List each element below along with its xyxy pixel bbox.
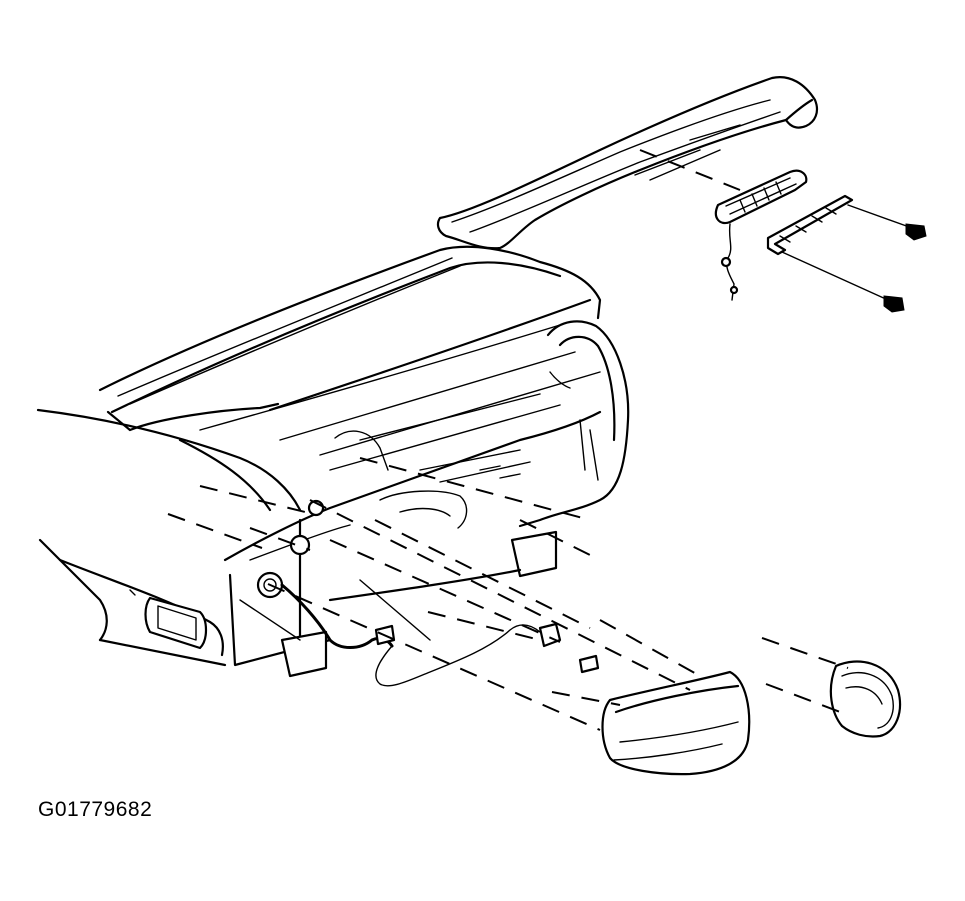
rear-spoiler (436, 76, 819, 250)
rear-body-trunk-opening (36, 245, 630, 678)
alignment-leader-lines (167, 149, 849, 731)
wiring-harness (280, 583, 600, 687)
tail-lamp-left (601, 670, 751, 776)
tail-lamp-right (829, 660, 902, 738)
mounting-screw (781, 204, 927, 313)
figure-id-label: G01779682 (38, 798, 153, 821)
high-mount-stop-lamp (714, 169, 808, 301)
stop-lamp-bracket (766, 194, 854, 256)
